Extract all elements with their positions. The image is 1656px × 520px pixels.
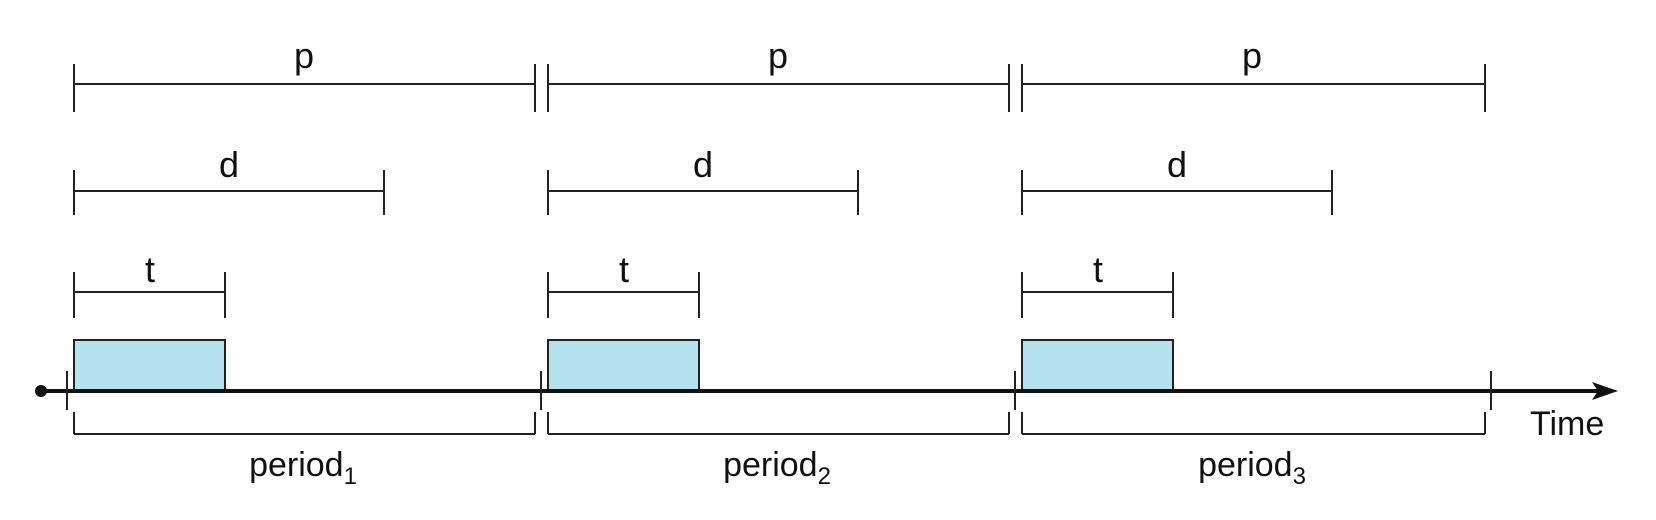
period-3-bracket: [1021, 412, 1486, 435]
period-3-label-subscript: 3: [1293, 463, 1306, 490]
period-2-task-execution-box: [547, 339, 700, 392]
time-axis-label: Time: [1530, 405, 1604, 443]
period-3-task-execution-box: [1021, 339, 1174, 392]
period-1-label-text: period: [249, 446, 344, 484]
period-3-d-measure: d: [1021, 144, 1333, 215]
period-2-label-text: period: [723, 446, 818, 484]
period-2-p-measure: p: [547, 35, 1010, 112]
period-1-t-label: t: [145, 249, 155, 290]
period-1-d-label: d: [219, 144, 239, 185]
period-1-bracket: [73, 412, 536, 435]
period-2-bracket: [547, 412, 1010, 435]
period-3-t-measure: t: [1021, 249, 1174, 318]
period-1-task-execution-box: [73, 339, 226, 392]
period-3-label-text: period: [1198, 446, 1293, 484]
time-axis-arrowhead: [1592, 382, 1618, 400]
period-2-label: period2: [723, 446, 831, 490]
period-1-t-measure: t: [73, 249, 226, 318]
period-2-p-label: p: [768, 35, 788, 76]
period-3-t-label: t: [1093, 249, 1103, 290]
period-1-group: p d t period1: [73, 35, 536, 490]
period-1-label: period1: [249, 446, 357, 490]
period-2-d-label: d: [693, 144, 713, 185]
period-1-p-measure: p: [73, 35, 536, 112]
period-3-group: p d t period3: [1021, 35, 1486, 490]
period-2-d-measure: d: [547, 144, 859, 215]
period-2-label-subscript: 2: [818, 463, 831, 490]
period-1-d-measure: d: [73, 144, 385, 215]
period-3-p-measure: p: [1021, 35, 1486, 112]
period-1-label-subscript: 1: [344, 463, 357, 490]
period-2-t-label: t: [619, 249, 629, 290]
period-2-t-measure: t: [547, 249, 700, 318]
period-1-p-label: p: [294, 35, 314, 76]
period-2-group: p d t period2: [547, 35, 1010, 490]
period-3-p-label: p: [1242, 35, 1262, 76]
period-3-label: period3: [1198, 446, 1306, 490]
period-3-d-label: d: [1167, 144, 1187, 185]
time-axis: Time: [35, 371, 1618, 443]
